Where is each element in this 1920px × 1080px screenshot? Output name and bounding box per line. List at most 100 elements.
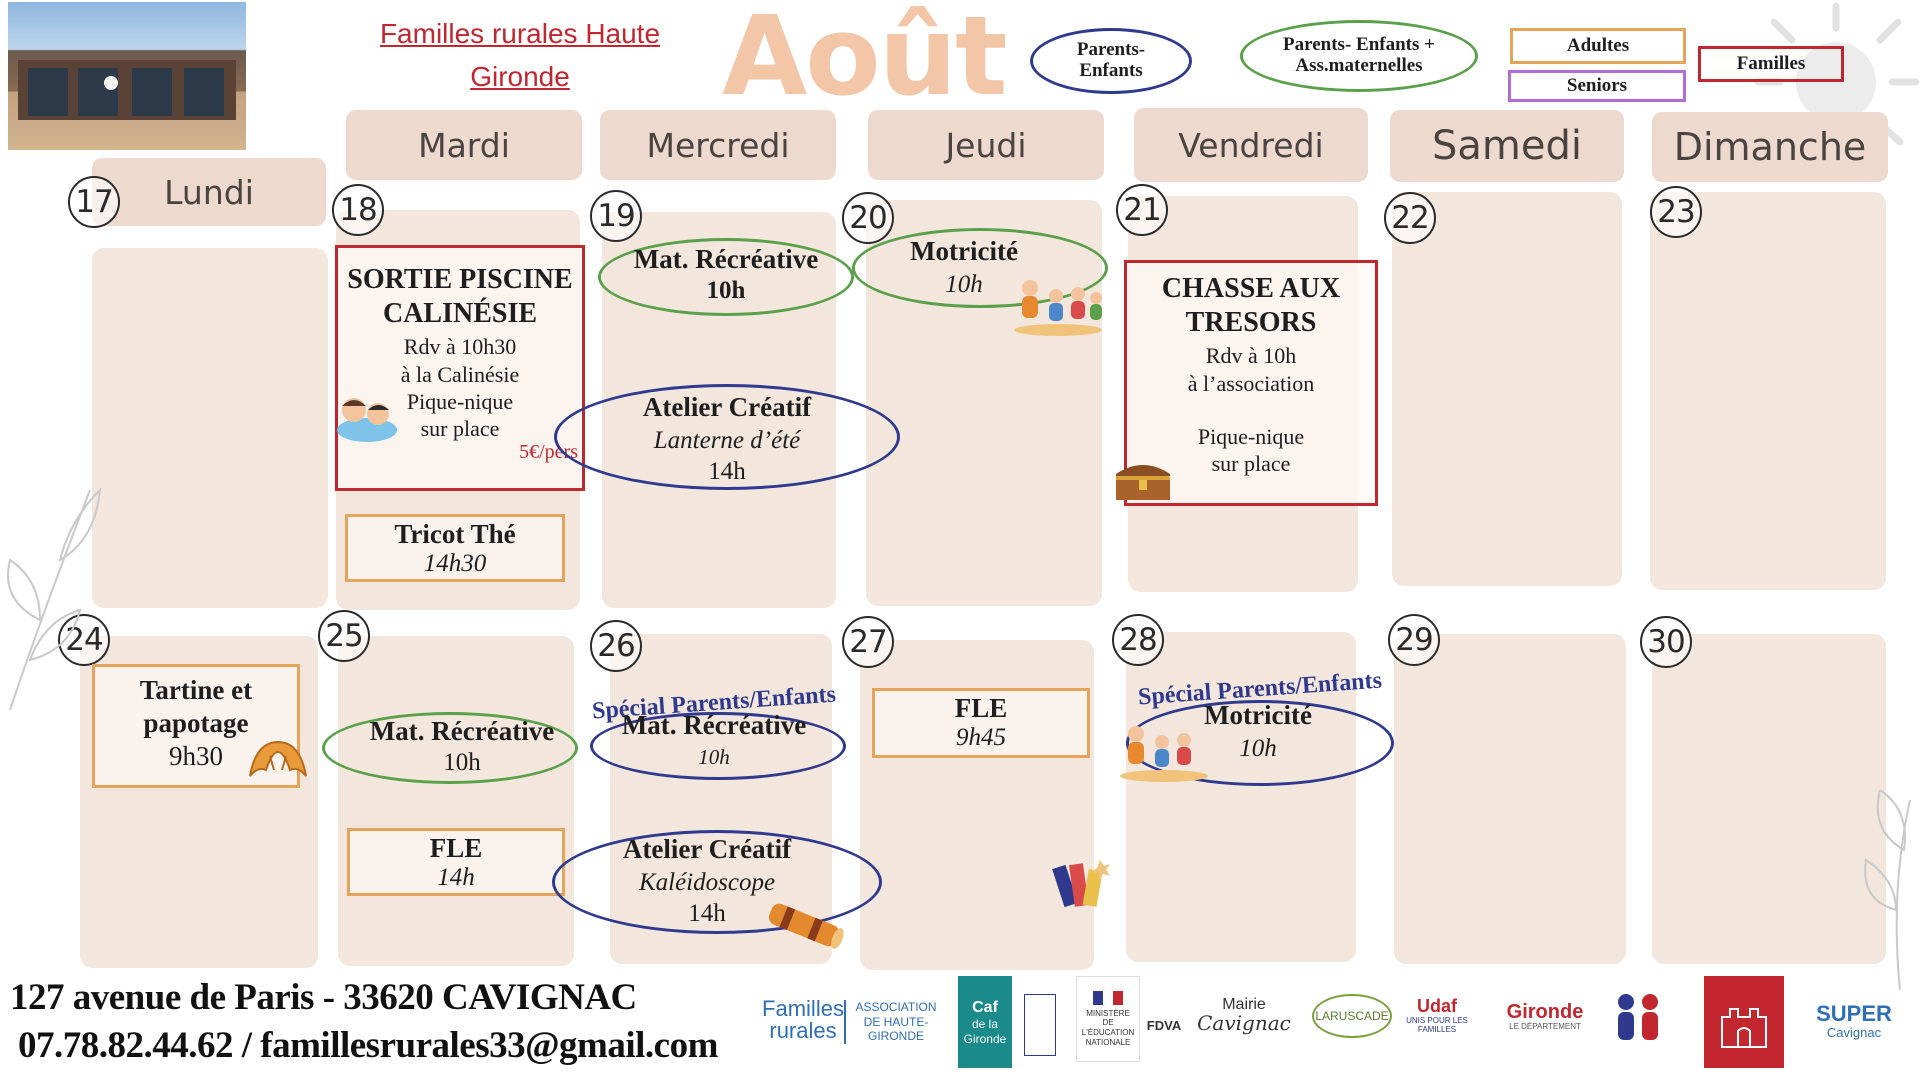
event-motricite-28-title: Motricité [1204, 700, 1312, 730]
event-motricite-20[interactable] [852, 228, 1108, 308]
event-atelier-creatif-26-time: 14h [688, 899, 726, 927]
event-motricite-20-title: Motricité [910, 236, 1018, 266]
legend-seniors: Seniors [1508, 70, 1686, 102]
day-cell-25 [338, 636, 574, 966]
event-mat-recreative-19-title: Mat. Récréative [633, 244, 819, 274]
event-fle-25[interactable]: FLE 14h [347, 828, 565, 896]
event-chasse-aux-tresors-title2: TRESORS [1185, 307, 1317, 339]
event-tartine-papotage-line2: papotage [143, 708, 249, 739]
date-number: 30 [1640, 616, 1692, 668]
leaf-branch-left-icon [7, 487, 102, 711]
legend-familles: Familles [1698, 46, 1844, 82]
treasure-chest-icon [1116, 465, 1170, 500]
french-flag-icon [1093, 990, 1123, 1005]
caf-logo: Caf de la Gironde [958, 976, 1012, 1068]
castle-icon [1721, 1008, 1767, 1048]
event-fle-27-time: 9h45 [956, 724, 1006, 752]
event-atelier-creatif-26-sub: Kaléidoscope [638, 869, 776, 897]
event-chasse-aux-tresors-line3: Pique-nique [1197, 423, 1305, 449]
reseau-parents-logo [1610, 984, 1666, 1056]
event-mat-recreative-26-title: Mat. Récréative [621, 710, 807, 740]
udaf-logo-line1: Udaf [1417, 996, 1457, 1017]
udaf-logo: Udaf UNIS POUR LES FAMILLES [1390, 986, 1484, 1046]
event-atelier-creatif-26-title: Atelier Créatif [622, 834, 792, 864]
event-chasse-aux-tresors[interactable]: CHASSE AUX TRESORS Rdv à 10h à l’associa… [1124, 260, 1378, 506]
day-cell-23 [1650, 192, 1886, 590]
event-mat-recreative-19-time: 10h [706, 277, 746, 305]
legend-parents-enfants-line2: Enfants [1079, 60, 1143, 81]
date-number: 21 [1116, 184, 1168, 236]
legend-adultes: Adultes [1510, 28, 1686, 64]
msa-logo [1024, 994, 1056, 1056]
mairie-cavignac-logo-line2: Cavignac [1197, 1011, 1291, 1035]
gironde-logo-line2: LE DÉPARTEMENT [1509, 1021, 1581, 1031]
super-u-logo: SUPER Cavignac [1792, 994, 1916, 1048]
legend-parents-enfants-line1: Parents- [1076, 39, 1146, 61]
event-sortie-piscine-line4: sur place [420, 416, 500, 442]
day-header-lundi: Lundi [92, 158, 326, 226]
mairie-cavignac-logo: Mairie Cavignac [1196, 980, 1292, 1050]
day-cell-22 [1392, 192, 1622, 586]
event-mat-recreative-19-text: Mat. Récréative 10h [604, 244, 848, 306]
event-mat-recreative-25-time: 10h [443, 749, 481, 777]
event-sortie-piscine-line3: Pique-nique [406, 388, 514, 414]
event-atelier-creatif-19-text: Atelier Créatif Lanterne d’été 14h [582, 392, 872, 487]
event-atelier-creatif-26-text: Atelier Créatif Kaléidoscope 14h [572, 834, 842, 929]
association-logo-line2: DE HAUTE-GIRONDE [863, 1014, 929, 1044]
event-motricite-28-text: Motricité 10h [1136, 700, 1380, 764]
books-icon [1052, 860, 1110, 908]
event-fle-27[interactable]: FLE 9h45 [872, 688, 1090, 758]
event-mat-recreative-19[interactable] [598, 238, 854, 316]
event-mat-recreative-25[interactable] [322, 712, 578, 784]
association-logo: ASSOCIATION DE HAUTE-GIRONDE [844, 1000, 946, 1044]
organization-title-line2: Gironde [470, 61, 570, 93]
ministere-logo-line2: DE L'ÉDUCATION [1081, 1018, 1135, 1037]
ministere-logo: MINISTÈRE DE L'ÉDUCATION NATIONALE [1076, 976, 1140, 1062]
day-cell-28 [1126, 632, 1356, 962]
association-building-photo [8, 2, 246, 150]
caf-logo-line1: Caf [972, 999, 998, 1017]
event-motricite-28[interactable] [1126, 700, 1394, 786]
date-number: 28 [1112, 614, 1164, 666]
familles-rurales-logo: Familles rurales [762, 974, 844, 1066]
mairie-cavignac-logo-line1: Mairie [1222, 996, 1266, 1013]
caf-logo-line2: de la Gironde [963, 1017, 1007, 1046]
event-atelier-creatif-26[interactable] [552, 830, 882, 934]
family-icon [1618, 994, 1658, 1040]
swimming-kids-icon [337, 398, 397, 442]
event-mat-recreative-26-time: 10h [698, 745, 730, 770]
city-emblem-logo [1704, 976, 1784, 1068]
day-cell-30 [1652, 634, 1886, 964]
event-chasse-aux-tresors-line2: à l’association [1187, 370, 1315, 396]
event-sortie-piscine-title2: CALINÉSIE [382, 298, 538, 330]
event-sortie-piscine-line2: à la Calinésie [400, 361, 520, 387]
kaleidoscope-icon [768, 903, 844, 949]
fdva-logo: FDVA [1146, 1017, 1182, 1033]
event-fle-25-title: FLE [429, 833, 483, 863]
super-u-logo-line1: SUPER [1816, 1000, 1892, 1026]
event-tartine-papotage-line1: Tartine et [139, 675, 253, 705]
event-sortie-piscine[interactable]: SORTIE PISCINE CALINÉSIE Rdv à 10h30 à l… [335, 245, 585, 491]
legend-parents-enfants-ass-line2: Ass.maternelles [1295, 55, 1423, 76]
familles-rurales-logo-line2: rurales [769, 1018, 837, 1043]
day-header-vendredi: Vendredi [1134, 108, 1368, 182]
event-atelier-creatif-19[interactable] [554, 384, 900, 490]
day-header-mardi: Mardi [346, 110, 582, 180]
event-chasse-aux-tresors-title1: CHASSE AUX [1161, 273, 1341, 304]
footer-contact: 07.78.82.44.62 / famillesrurales33@gmail… [18, 1025, 718, 1066]
event-tartine-papotage-time: 9h30 [169, 741, 223, 772]
event-fle-25-time: 14h [437, 864, 475, 892]
event-motricite-28-time: 10h [1239, 735, 1277, 763]
month-title: Août [722, 0, 1008, 120]
event-tricot-the[interactable]: Tricot Thé 14h30 [345, 514, 565, 582]
legend-parents-enfants-ass-line1: Parents- Enfants + [1283, 34, 1435, 56]
date-number: 29 [1388, 614, 1440, 666]
event-tricot-the-time: 14h30 [423, 550, 487, 578]
event-mat-recreative-25-title: Mat. Récréative [369, 716, 555, 746]
croissant-icon [249, 740, 307, 777]
event-mat-recreative-26[interactable] [590, 712, 846, 780]
leaf-branch-right-icon [1864, 790, 1911, 990]
ministere-logo-line3: NATIONALE [1085, 1037, 1131, 1047]
date-number: 25 [318, 610, 370, 662]
date-number: 19 [590, 190, 642, 242]
